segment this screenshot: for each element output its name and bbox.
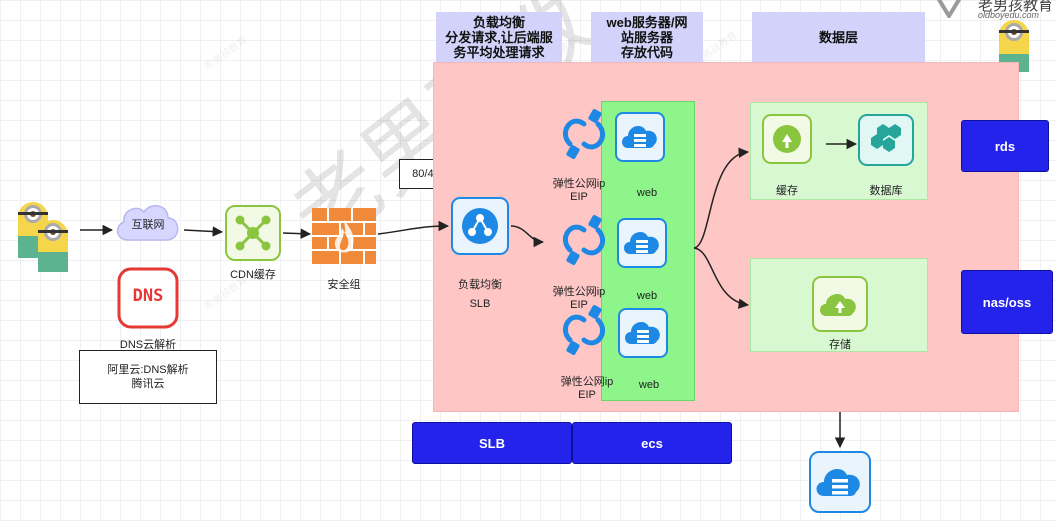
cloud-server-icon bbox=[617, 218, 667, 268]
web-label-1: web bbox=[636, 187, 658, 199]
edge-cdn-firewall bbox=[282, 228, 312, 239]
database-node bbox=[858, 114, 914, 166]
storage-icon bbox=[812, 276, 868, 332]
nas-oss-badge: nas/oss bbox=[961, 270, 1053, 334]
corner-logo-site: oldboyedu.com bbox=[978, 10, 1040, 20]
users-figure bbox=[14, 196, 78, 276]
security-group-node bbox=[312, 208, 376, 264]
data-layer-note: 数据层 bbox=[752, 12, 925, 62]
cdn-node bbox=[224, 204, 282, 262]
slb-node bbox=[450, 196, 510, 256]
internet-node: 互联网 bbox=[112, 200, 184, 246]
database-label: 数据库 bbox=[869, 185, 903, 197]
cdn-label: CDN缓存 bbox=[230, 269, 276, 281]
eip-icon-2 bbox=[560, 210, 608, 270]
small-watermark: 老男孩教育 bbox=[202, 35, 250, 73]
firewall-icon bbox=[312, 208, 376, 264]
web-server-note: web服务器/网 站服务器 存放代码 bbox=[591, 12, 703, 62]
corner-logo-name: 老男孩教育 bbox=[978, 0, 1054, 14]
cloud-server-icon bbox=[809, 451, 871, 513]
dns-node: DNS bbox=[116, 266, 180, 330]
web-server-1 bbox=[615, 112, 665, 162]
load-balance-note: 负载均衡 分发请求,让后端服 务平均处理请求 bbox=[436, 12, 562, 62]
cache-icon bbox=[762, 114, 812, 164]
dns-providers-box: 阿里云:DNS解析 腾讯云 bbox=[79, 350, 217, 404]
database-icon bbox=[858, 114, 914, 166]
edge-internet-cdn bbox=[183, 226, 224, 237]
cache-label: 缓存 bbox=[776, 185, 798, 197]
rds-badge: rds bbox=[961, 120, 1049, 172]
link-icon bbox=[562, 215, 606, 265]
cache-node bbox=[762, 114, 812, 164]
eip-label-2: 弹性公网ip EIP bbox=[552, 286, 606, 311]
link-icon bbox=[562, 305, 606, 355]
cloud-server-icon bbox=[618, 308, 668, 358]
cloud-server-icon bbox=[615, 112, 665, 162]
eip-label-1: 弹性公网ip EIP bbox=[552, 178, 606, 203]
ecs-badge: ecs bbox=[572, 422, 732, 464]
web-label-2: web bbox=[636, 290, 658, 302]
web-server-2 bbox=[617, 218, 667, 268]
logo-mark-icon bbox=[936, 0, 962, 18]
storage-label: 存储 bbox=[829, 339, 851, 351]
web-server-3 bbox=[618, 308, 668, 358]
link-icon bbox=[562, 109, 606, 159]
cdn-icon bbox=[225, 205, 281, 261]
security-group-label: 安全组 bbox=[327, 279, 361, 291]
slb-badge: SLB bbox=[412, 422, 572, 464]
storage-node bbox=[812, 276, 868, 332]
internet-label: 互联网 bbox=[131, 219, 165, 231]
dns-logo-text: DNS bbox=[132, 286, 164, 306]
eip-label-3: 弹性公网ip EIP bbox=[560, 376, 614, 401]
slb-label: 负载均衡 SLB bbox=[458, 279, 502, 310]
dns-icon bbox=[117, 267, 179, 329]
dns-label: DNS云解析 bbox=[119, 339, 177, 351]
load-balancer-icon bbox=[451, 197, 509, 255]
eip-icon-1 bbox=[560, 104, 608, 164]
web-label-3: web bbox=[638, 379, 660, 391]
corner-logo: 老男孩教育 oldboyedu.com bbox=[936, 0, 1056, 22]
cloud-storage-node bbox=[808, 450, 872, 514]
cloud-icon bbox=[116, 205, 179, 241]
eip-icon-3 bbox=[560, 300, 608, 360]
minion-icon bbox=[18, 202, 68, 272]
cloud-region bbox=[433, 62, 1019, 412]
